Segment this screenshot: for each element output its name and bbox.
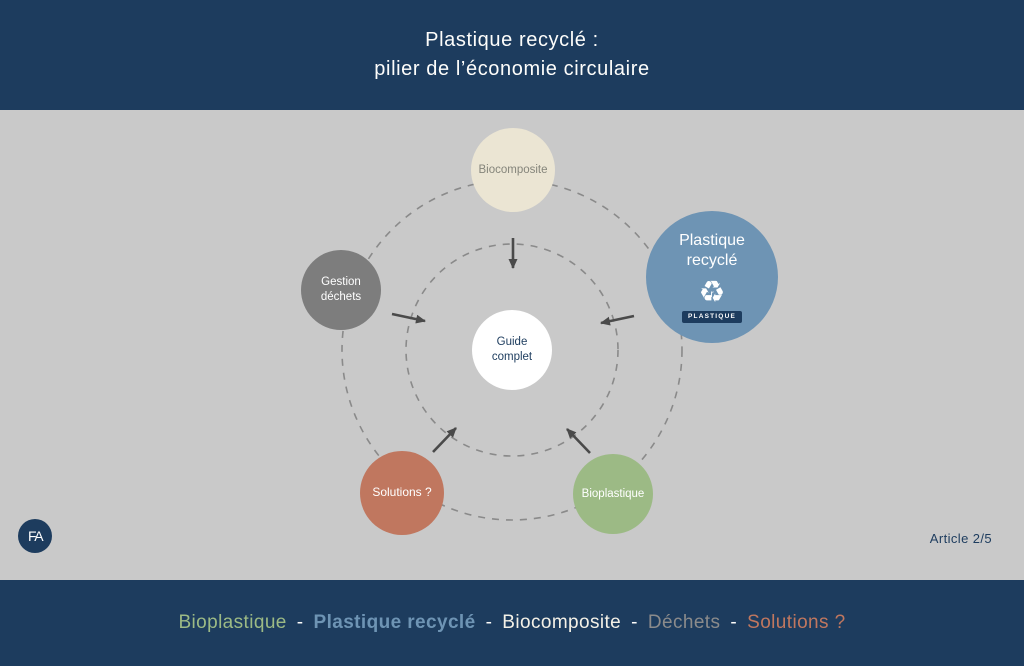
title-line-1: Plastique recyclé : (425, 29, 599, 51)
node-gestion-dechets: Gestion déchets (301, 250, 381, 330)
diagram-area: Biocomposite Plastique recyclé ♻ r PLAST… (0, 110, 1024, 580)
footer-item-biocomposite: Biocomposite (502, 612, 622, 633)
arrow-bottom-left-icon (432, 427, 457, 453)
node-guide-complet: Guide complet (472, 310, 552, 390)
footer-item-plastique-recycle: Plastique recyclé (313, 612, 476, 633)
footer-separator: - (296, 612, 304, 633)
page-title: Plastique recyclé : pilier de l’économie… (374, 26, 649, 84)
node-gestion-dechets-label-line2: déchets (320, 291, 362, 303)
recycle-glyph: ♻ (698, 276, 726, 310)
title-line-2: pilier de l’économie circulaire (374, 58, 650, 80)
node-plastique-recycle-label-line1: Plastique (679, 232, 745, 250)
fa-logo: FA (18, 519, 52, 553)
recycle-icon: ♻ r (699, 277, 726, 309)
arrow-left-icon (391, 312, 426, 324)
arrow-bottom-right-icon (566, 428, 591, 454)
node-plastique-recycle: Plastique recyclé ♻ r PLASTIQUE (646, 211, 778, 343)
node-guide-complet-label-line2: complet (491, 351, 533, 363)
footer-item-solutions: Solutions ? (747, 612, 846, 633)
inner-dashed-ring (405, 243, 619, 457)
node-solutions: Solutions ? (360, 451, 444, 535)
node-solutions-label: Solutions ? (372, 485, 432, 500)
header: Plastique recyclé : pilier de l’économie… (0, 0, 1024, 110)
footer-separator: - (730, 612, 738, 633)
footer-separator: - (485, 612, 493, 633)
node-guide-complet-label-line1: Guide (496, 336, 528, 349)
node-bioplastique-label: Bioplastique (581, 487, 645, 500)
arrow-right-icon (600, 314, 635, 326)
node-plastique-recycle-label-line2: recyclé (686, 252, 738, 270)
recycle-letter: r (710, 289, 714, 301)
node-bioplastique: Bioplastique (573, 454, 653, 534)
footer-separator: - (631, 612, 638, 633)
footer-item-dechets: Déchets (647, 612, 721, 633)
node-biocomposite-label: Biocomposite (478, 163, 548, 176)
plastique-badge: PLASTIQUE (682, 311, 742, 323)
node-biocomposite: Biocomposite (471, 128, 555, 212)
footer: Bioplastique - Plastique recyclé - Bioco… (0, 580, 1024, 666)
footer-item-bioplastique: Bioplastique (178, 612, 287, 633)
node-gestion-dechets-label-line1: Gestion (321, 276, 361, 289)
article-number-label: Article 2/5 (929, 531, 992, 546)
